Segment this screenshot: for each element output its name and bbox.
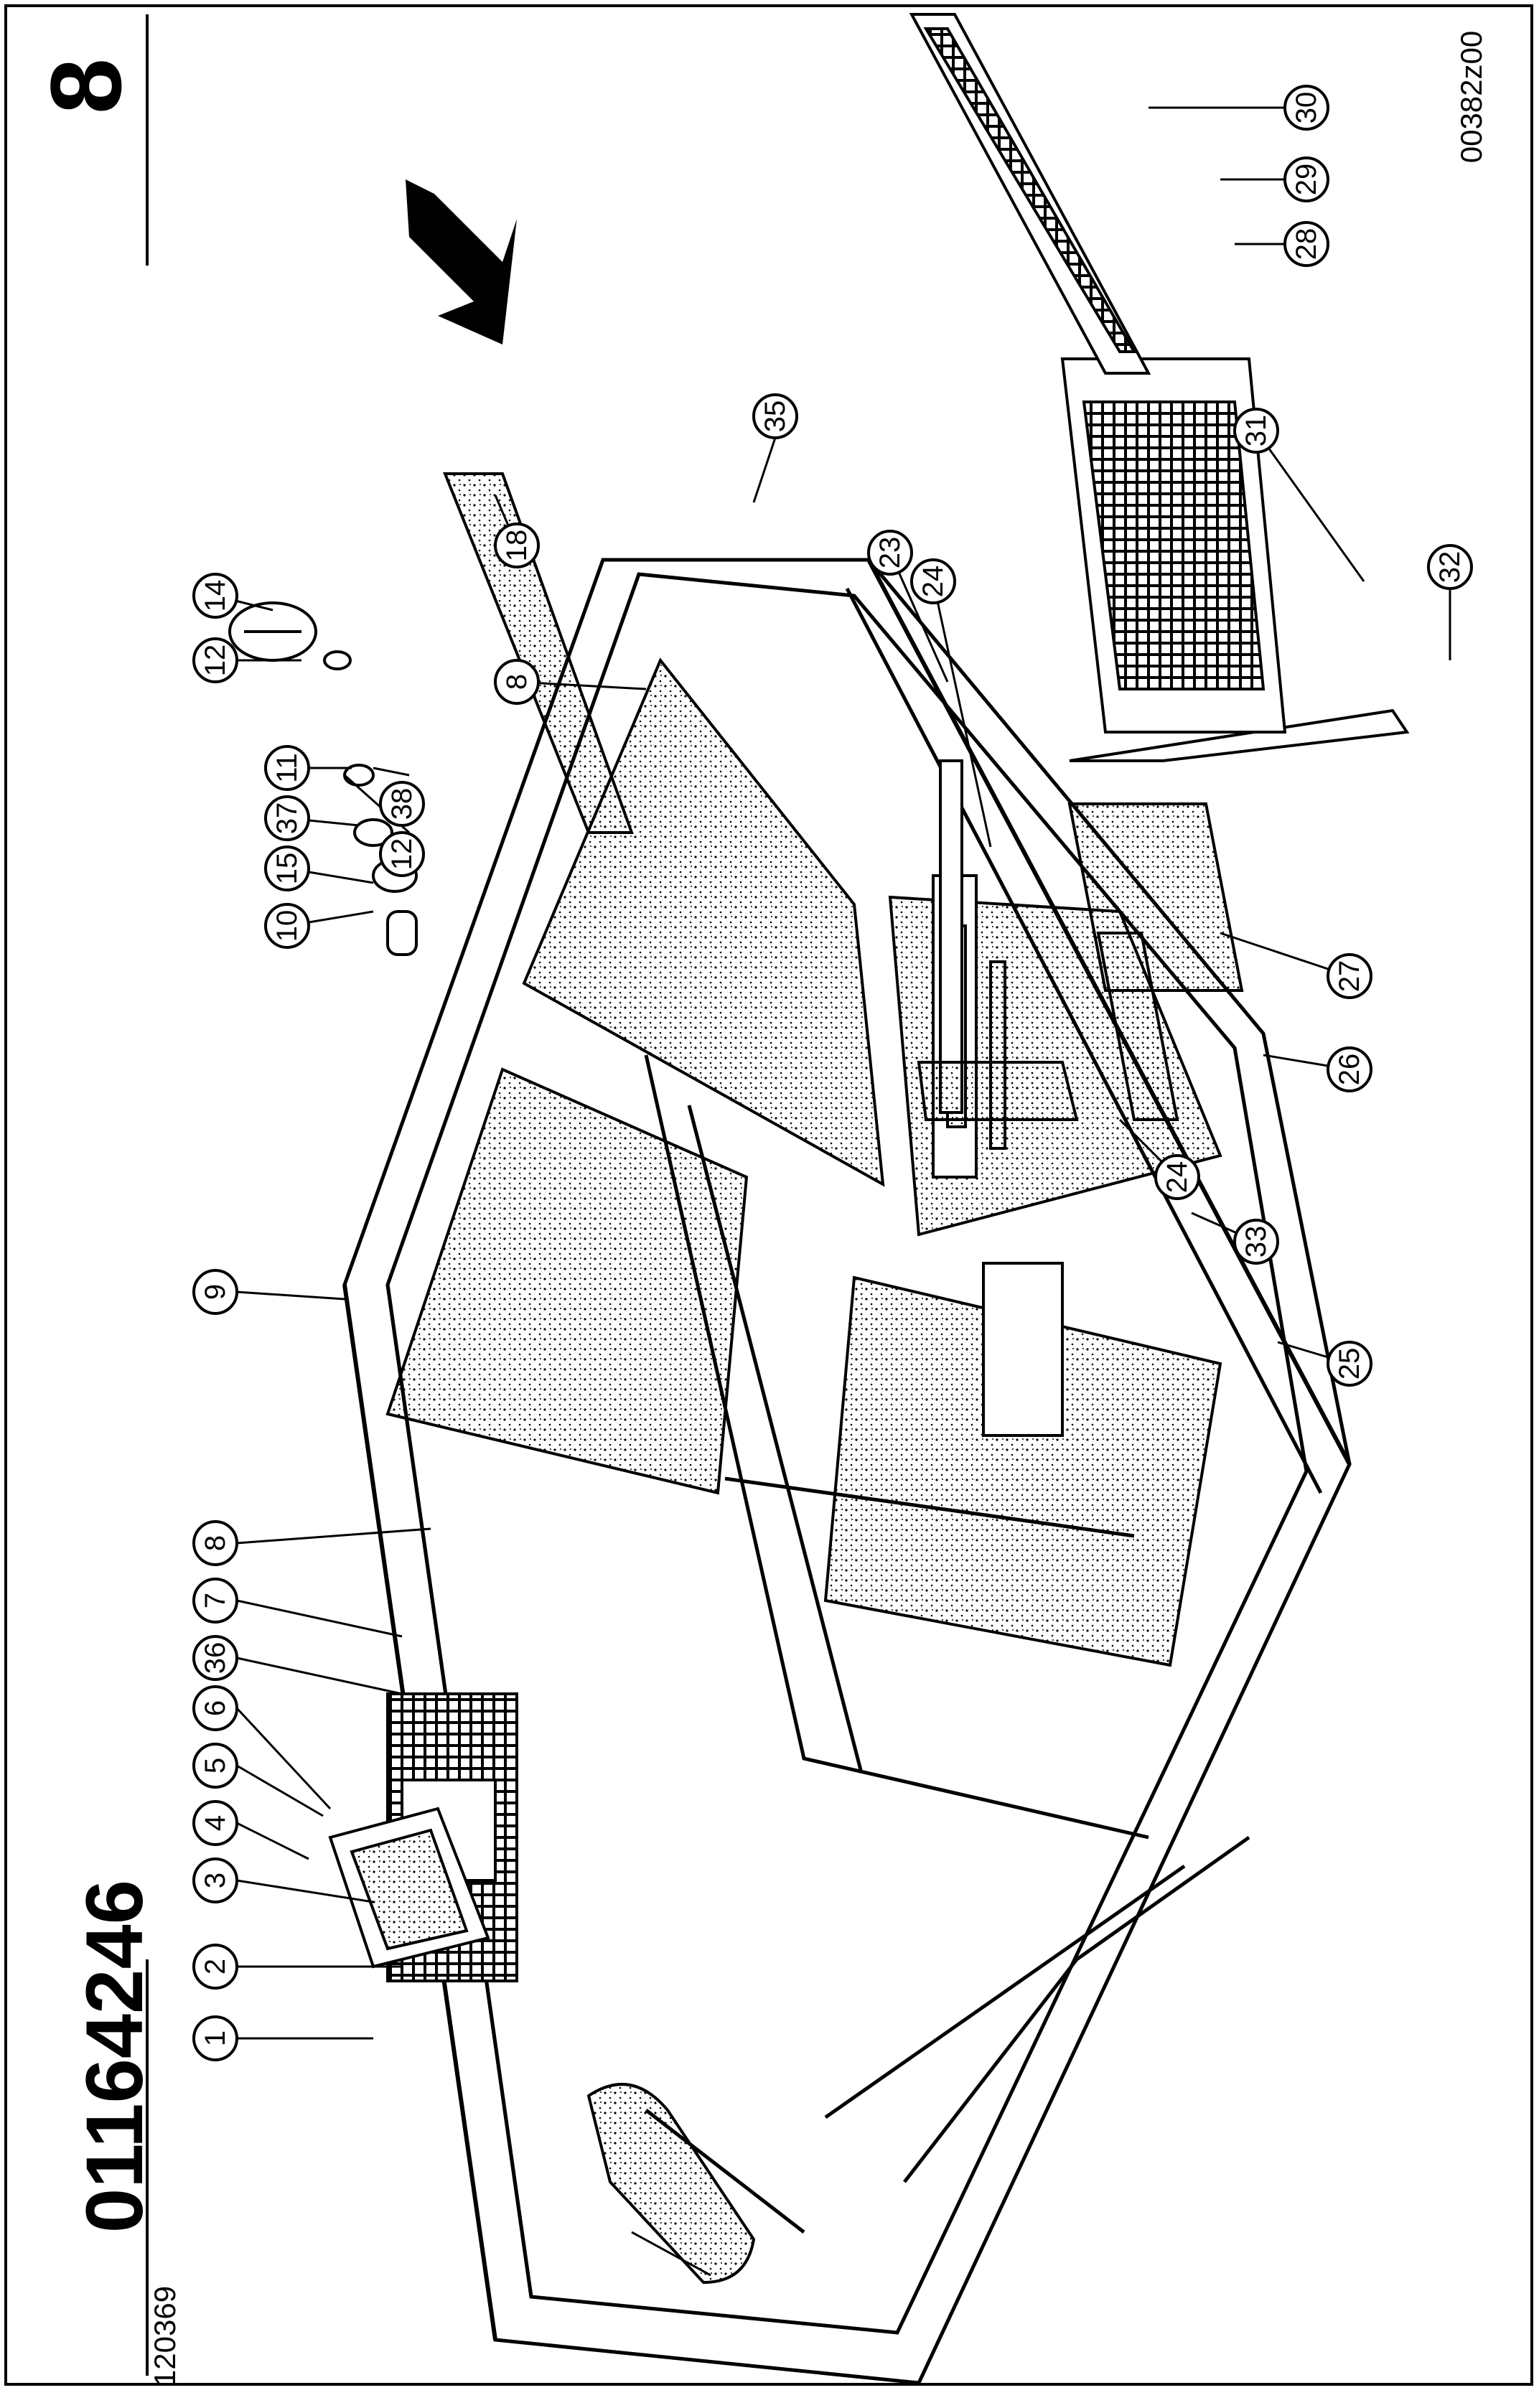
callout-label: 3 [200,1873,231,1888]
callout-29: 29 [1283,156,1329,202]
callout-label: 12 [200,645,231,677]
callout-8: 8 [192,1520,238,1566]
callout-9: 9 [192,1269,238,1315]
callout-35: 35 [752,393,798,439]
callout-label: 8 [501,674,533,690]
callout-33: 33 [1233,1219,1279,1265]
callout-14: 14 [192,573,238,619]
callout-8: 8 [494,659,540,705]
callout-1: 1 [192,2015,238,2061]
callout-24: 24 [910,558,956,604]
callout-label: 24 [917,566,949,598]
callout-28: 28 [1283,221,1329,267]
callout-label: 25 [1334,1348,1365,1380]
callout-26: 26 [1327,1046,1372,1092]
callout-label: 28 [1291,228,1322,261]
callout-23: 23 [867,530,913,576]
callout-2: 2 [192,1944,238,1990]
callout-label: 30 [1291,92,1322,124]
callout-label: 1 [200,2030,231,2046]
callout-label: 18 [501,530,533,562]
callout-label: 5 [200,1758,231,1774]
callout-label: 2 [200,1959,231,1974]
callout-label: 26 [1334,1054,1365,1086]
callout-31: 31 [1233,408,1279,454]
page-frame [4,4,1533,2386]
callout-label: 12 [386,838,418,871]
callout-group: 1234563678910153711123814121883523242425… [192,85,1473,2061]
callout-label: 27 [1334,960,1365,993]
callout-11: 11 [264,745,310,791]
callout-label: 23 [874,537,906,569]
callout-3: 3 [192,1857,238,1903]
callout-label: 32 [1434,551,1466,584]
callout-12: 12 [379,831,425,877]
callout-6: 6 [192,1685,238,1731]
callout-24: 24 [1154,1154,1200,1200]
callout-15: 15 [264,845,310,891]
callout-label: 33 [1240,1226,1272,1258]
front-vent-assembly [917,357,1410,1437]
callout-label: 36 [200,1642,231,1674]
callout-label: 15 [271,853,303,885]
callout-label: 31 [1240,415,1272,447]
callout-25: 25 [1327,1341,1372,1387]
callout-label: 24 [1161,1161,1193,1194]
callout-label: 7 [200,1593,231,1608]
side-trim-18 [443,472,634,834]
callout-7: 7 [192,1578,238,1624]
callout-10: 10 [264,903,310,949]
callout-label: 29 [1291,164,1322,196]
callout-label: 11 [271,753,303,783]
callout-38: 38 [379,781,425,827]
callout-27: 27 [1327,953,1372,999]
callout-label: 35 [759,400,791,433]
callout-label: 9 [200,1284,231,1300]
callout-label: 38 [386,788,418,820]
callout-37: 37 [264,795,310,841]
callout-30: 30 [1283,85,1329,131]
callout-label: 6 [200,1700,231,1716]
callout-label: 8 [200,1535,231,1551]
direction-arrow [406,179,517,345]
callout-18: 18 [494,523,540,568]
callout-label: 10 [271,910,303,942]
knob-parts [228,601,418,956]
callout-4: 4 [192,1800,238,1846]
grille-30 [909,13,1151,375]
dome-lamp-19 [586,2083,756,2285]
callout-12: 12 [192,637,238,683]
callout-label: 37 [271,802,303,835]
callout-label: 4 [200,1815,231,1831]
vent-housing-6 [328,1807,490,1969]
callout-32: 32 [1427,544,1473,590]
callout-label: 14 [200,580,231,612]
callout-36: 36 [192,1635,238,1681]
callout-5: 5 [192,1743,238,1789]
